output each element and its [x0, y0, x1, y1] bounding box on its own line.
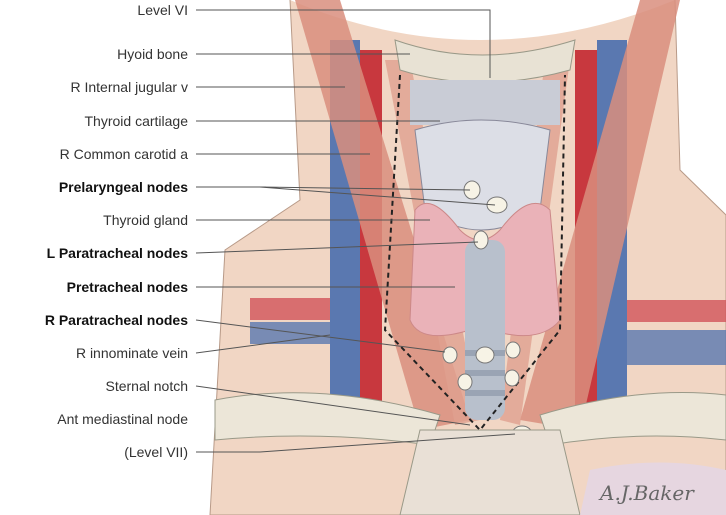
label-sternal-notch: Sternal notch — [105, 378, 189, 394]
artist-signature: A.J.Baker — [598, 481, 695, 505]
label-innominate-vein: R innominate vein — [75, 345, 188, 361]
label-prelaryngeal-nodes: Prelaryngeal nodes — [58, 179, 188, 195]
label-level-vi: Level VI — [137, 2, 188, 18]
label-thyroid-gland: Thyroid gland — [103, 212, 188, 228]
label-internal-jugular: R Internal jugular v — [70, 79, 188, 95]
label-l-paratracheal-nodes: L Paratracheal nodes — [46, 245, 188, 261]
label-hyoid-bone: Hyoid bone — [117, 46, 188, 62]
label-level-vii: (Level VII) — [124, 444, 188, 460]
label-thyroid-cartilage: Thyroid cartilage — [84, 113, 189, 129]
label-r-paratracheal-nodes: R Paratracheal nodes — [44, 312, 188, 328]
label-ant-mediastinal-node: Ant mediastinal node — [57, 411, 188, 427]
label-common-carotid: R Common carotid a — [59, 146, 188, 162]
label-pretracheal-nodes: Pretracheal nodes — [66, 279, 188, 295]
